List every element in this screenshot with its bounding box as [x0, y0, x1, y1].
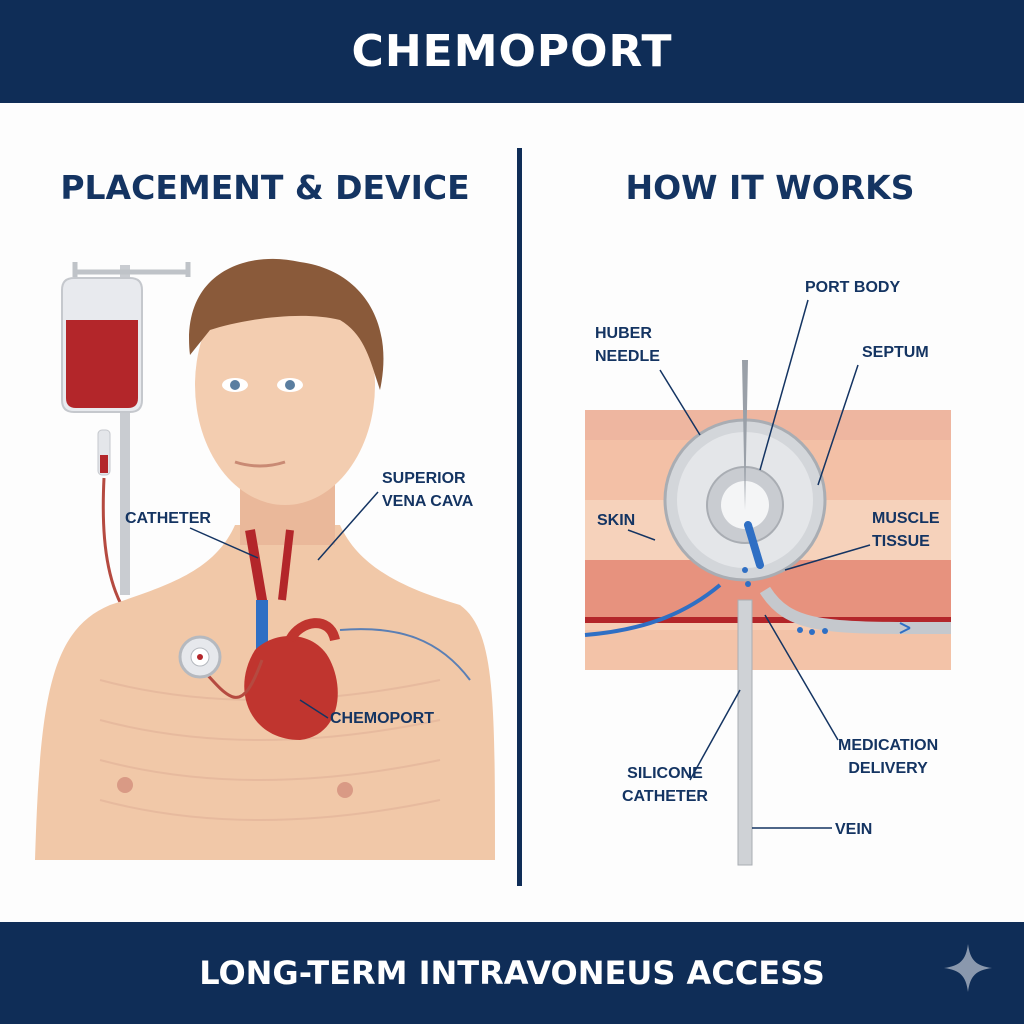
label-line: DELIVERY	[848, 760, 928, 777]
panel-divider	[517, 148, 522, 886]
header-banner: CHEMOPORT	[0, 0, 1024, 103]
label-muscle-tissue: MUSCLE TISSUE	[872, 507, 940, 553]
label-septum: SEPTUM	[862, 344, 929, 361]
label-skin: SKIN	[597, 512, 636, 529]
label-line: SUPERIOR	[382, 470, 466, 487]
page-title: CHEMOPORT	[351, 26, 673, 77]
tissue-cross-section	[584, 360, 952, 866]
label-line: NEEDLE	[595, 348, 660, 365]
label-line: HUBER	[595, 325, 652, 342]
label-line: SILICONE	[627, 765, 703, 782]
label-catheter: CATHETER	[125, 510, 211, 527]
label-medication-delivery: MEDICATION DELIVERY	[838, 734, 938, 780]
patient-figure	[35, 258, 495, 860]
label-silicone-catheter: SILICONE CATHETER	[622, 762, 708, 808]
label-line: CATHETER	[622, 788, 708, 805]
label-line: VENA CAVA	[382, 493, 474, 510]
label-chemoport: CHEMOPORT	[330, 710, 434, 727]
label-line: TISSUE	[872, 533, 930, 550]
label-line: MEDICATION	[838, 737, 939, 754]
label-vein: VEIN	[835, 821, 873, 838]
iv-pole	[61, 262, 191, 657]
label-port-body: PORT BODY	[805, 279, 901, 296]
footer-title: LONG-TERM INTRAVONEUS ACCESS	[199, 954, 825, 992]
label-huber-needle: HUBER NEEDLE	[595, 322, 660, 368]
how-it-works-title: HOW IT WORKS	[625, 168, 915, 207]
footer-banner: LONG-TERM INTRAVONEUS ACCESS	[0, 922, 1024, 1024]
label-superior-vena-cava: SUPERIOR VENA CAVA	[382, 467, 473, 513]
label-line: MUSCLE	[872, 510, 940, 527]
sparkle-icon	[944, 944, 992, 992]
placement-title: PLACEMENT & DEVICE	[60, 168, 470, 207]
